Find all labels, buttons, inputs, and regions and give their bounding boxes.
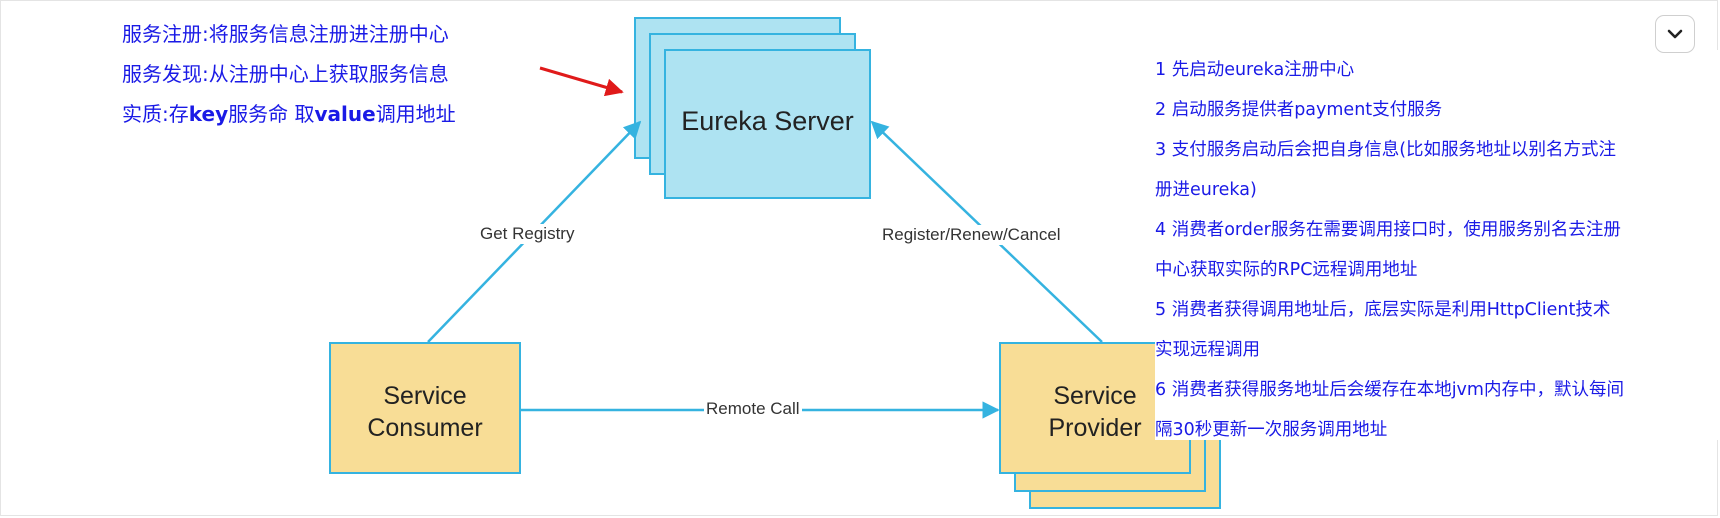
step-line: 3 支付服务启动后会把自身信息(比如服务地址以别名方式注	[1155, 140, 1617, 160]
step-line: 2 启动服务提供者payment支付服务	[1155, 100, 1443, 120]
get-registry-label: Get Registry	[478, 224, 577, 244]
step-line: 册进eureka)	[1155, 180, 1257, 200]
eureka-server-node	[634, 17, 871, 199]
chevron-down-icon	[1667, 29, 1683, 39]
steps-list: 1 先启动eureka注册中心 2 启动服务提供者payment支付服务 3 支…	[1155, 50, 1720, 440]
note-essence: 实质:存key服务命 取value调用地址	[122, 102, 456, 126]
note-discovery: 服务发现:从注册中心上获取服务信息	[122, 62, 449, 86]
remote-call-label: Remote Call	[704, 399, 802, 419]
service-consumer-node	[329, 342, 521, 474]
step-line: 中心获取实际的RPC远程调用地址	[1155, 260, 1418, 280]
step-line: 实现远程调用	[1155, 340, 1260, 360]
eureka-server-label: Eureka Server	[681, 106, 854, 136]
service-provider-label: Service Provider	[1048, 382, 1142, 442]
service-consumer-label: Service Consumer	[367, 382, 483, 442]
step-line: 1 先启动eureka注册中心	[1155, 60, 1355, 80]
step-line: 4 消费者order服务在需要调用接口时，使用服务别名去注册	[1155, 220, 1621, 240]
step-line: 6 消费者获得服务地址后会缓存在本地jvm内存中，默认每间	[1155, 380, 1624, 400]
step-line: 隔30秒更新一次服务调用地址	[1155, 420, 1388, 440]
left-notes: 服务注册:将服务信息注册进注册中心 服务发现:从注册中心上获取服务信息 实质:存…	[122, 14, 456, 134]
step-line: 5 消费者获得调用地址后，底层实际是利用HttpClient技术	[1155, 300, 1611, 320]
collapse-toggle-button[interactable]	[1655, 15, 1695, 53]
register-renew-cancel-label: Register/Renew/Cancel	[880, 225, 1063, 245]
note-register: 服务注册:将服务信息注册进注册中心	[122, 22, 449, 46]
annotation-arrow	[539, 66, 624, 97]
